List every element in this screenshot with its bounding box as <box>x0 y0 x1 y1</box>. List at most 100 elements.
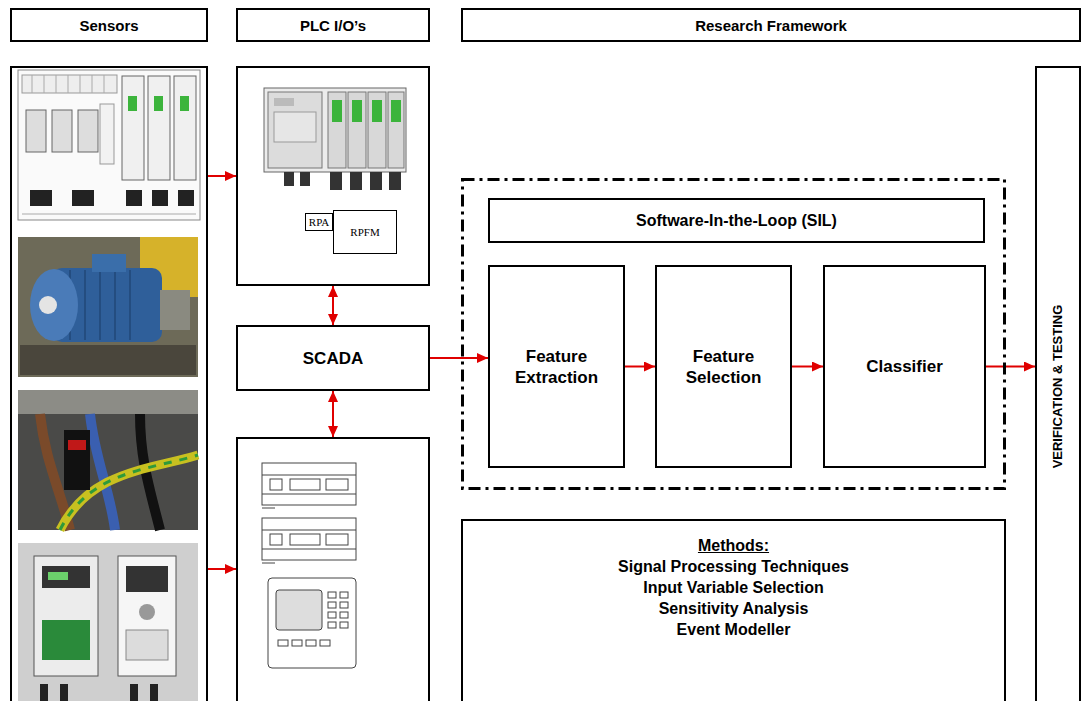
io-module-drawing <box>262 508 275 509</box>
plc-rack-drawing <box>284 172 294 186</box>
dash-dot-border <box>463 180 1005 489</box>
node-text: Classifier <box>866 356 943 377</box>
plc-rack-drawing <box>389 172 401 190</box>
io-module-drawing <box>262 463 356 505</box>
drive-photo <box>139 604 155 620</box>
node-text: VERIFICATION & TESTING <box>1051 304 1066 468</box>
node-text: Feature Extraction <box>494 346 619 388</box>
flow-arrow <box>625 366 655 368</box>
drive-photo <box>42 566 90 588</box>
io-module-drawing <box>262 475 356 476</box>
control-panel-drawing <box>30 190 52 206</box>
control-panel-drawing <box>18 70 200 220</box>
drive-photo <box>130 684 138 701</box>
io-module-drawing <box>326 534 348 545</box>
cable-photo <box>18 390 198 530</box>
flow-arrow <box>208 175 236 177</box>
motor-photo <box>39 296 57 314</box>
flow-arrow <box>332 391 334 437</box>
cable-photo <box>18 390 198 414</box>
control-panel-drawing <box>154 96 163 111</box>
cable-photo <box>90 414 115 530</box>
plc-rack-drawing <box>388 92 404 168</box>
cable-photo <box>18 390 198 530</box>
io-module-drawing <box>262 563 275 564</box>
plc-rack-drawing <box>348 92 366 168</box>
plc-rack-drawing <box>352 100 362 122</box>
drive-photo <box>48 572 68 580</box>
control-panel-drawing <box>128 96 137 111</box>
plc-rack-drawing <box>300 172 310 186</box>
control-panel-drawing <box>126 190 142 206</box>
drive-photo <box>60 684 68 701</box>
io-module-drawing <box>262 549 356 550</box>
motor-photo <box>18 237 198 377</box>
column-header: Research Framework <box>461 8 1081 42</box>
hmi-panel-drawing <box>328 612 336 618</box>
control-panel-drawing <box>148 76 170 180</box>
io-module-drawing <box>270 534 282 545</box>
control-panel-drawing <box>174 76 196 180</box>
column-header: PLC I/O’s <box>236 8 430 42</box>
motor-photo <box>30 269 78 341</box>
io-module-drawing <box>262 518 356 560</box>
control-panel-drawing <box>180 96 189 111</box>
process-box: Classifier <box>823 265 986 468</box>
control-panel-drawing <box>18 70 200 220</box>
io-module-drawing <box>290 479 320 490</box>
node-text: RPFM <box>350 226 379 238</box>
control-panel-drawing <box>72 190 94 206</box>
sil-header: Software-In-the-Loop (SIL) <box>488 198 985 243</box>
methods-box: Methods:Signal Processing TechniquesInpu… <box>461 519 1006 701</box>
node-text: Signal Processing Techniques <box>618 556 849 577</box>
io-module-drawing <box>262 494 356 495</box>
control-panel-drawing <box>92 75 93 93</box>
hmi-panel-drawing <box>306 640 316 646</box>
plc-rack-drawing <box>268 92 322 168</box>
drive-photo <box>126 566 168 592</box>
control-panel-drawing <box>104 75 105 93</box>
io-module-drawing <box>326 479 348 490</box>
hmi-panel-drawing <box>340 622 348 628</box>
module-box: RPA <box>305 213 333 231</box>
drive-photo <box>150 684 158 701</box>
plc-rack-drawing <box>274 112 316 142</box>
drive-photo <box>118 556 176 676</box>
motor-photo <box>160 290 190 330</box>
control-panel-drawing <box>22 214 196 215</box>
motor-photo <box>99 270 101 340</box>
drive-photo <box>40 684 48 701</box>
drive-photo <box>126 630 168 660</box>
drive-photo <box>34 556 98 676</box>
control-panel-drawing <box>44 75 45 93</box>
sil-group: Software-In-the-Loop (SIL) Feature Extrac… <box>461 178 1006 490</box>
hmi-panel-drawing <box>340 592 348 598</box>
hmi-panel-drawing <box>320 640 330 646</box>
node-text: PLC I/O’s <box>300 17 366 34</box>
control-panel-drawing <box>56 75 57 93</box>
node-text: Sensitivity Analysis <box>659 598 809 619</box>
io-module-drawing <box>262 530 356 531</box>
plc-rack-drawing <box>391 100 401 122</box>
motor-photo <box>92 254 126 272</box>
plc-panel <box>236 437 430 701</box>
hmi-panel-drawing <box>268 578 356 668</box>
plc-rack-drawing <box>368 92 386 168</box>
plc-rack-drawing <box>264 88 406 190</box>
plc-rack-drawing <box>274 98 294 106</box>
control-panel-drawing <box>178 190 194 206</box>
plc-rack-drawing <box>264 88 406 172</box>
motor-photo <box>129 270 131 340</box>
hmi-panel-drawing <box>328 602 336 608</box>
motor-photo <box>18 237 198 377</box>
module-box: RPFM <box>333 210 397 254</box>
node-text: Feature Selection <box>661 346 786 388</box>
flow-arrow <box>332 286 334 325</box>
drive-photo <box>18 543 198 701</box>
io-module-drawing <box>270 479 282 490</box>
node-text: Event Modeller <box>677 619 791 640</box>
hmi-panel-drawing <box>340 612 348 618</box>
control-panel-drawing <box>100 104 114 164</box>
